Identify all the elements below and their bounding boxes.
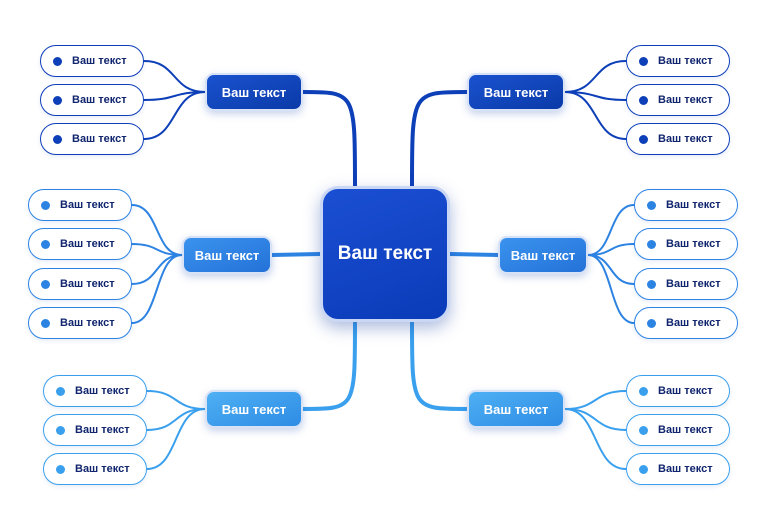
bullet-dot-icon [41,318,50,328]
bullet-dot-icon [53,56,62,66]
connector-central-to-bottom-right [410,320,469,411]
bullet-dot-icon [639,464,648,474]
leaf-bottom-right-3[interactable]: Ваш текст [626,453,730,485]
leaf-top-left-3[interactable]: Ваш текст [40,123,144,155]
connector-top-left-leaf-3 [143,91,206,140]
leaf-label: Ваш текст [60,199,115,211]
bullet-dot-icon [639,134,648,144]
bullet-dot-icon [639,425,648,435]
bullet-dot-icon [41,200,50,210]
leaf-mid-left-1[interactable]: Ваш текст [28,189,132,221]
connector-bottom-left-leaf-2 [146,408,206,431]
leaf-label: Ваш текст [658,94,713,106]
leaf-label: Ваш текст [666,199,721,211]
connector-mid-left-leaf-4 [131,254,183,324]
central-topic[interactable]: Ваш текст [320,186,450,322]
connector-mid-right-leaf-1 [587,204,635,256]
leaf-top-right-3[interactable]: Ваш текст [626,123,730,155]
leaf-mid-right-4[interactable]: Ваш текст [634,307,738,339]
bullet-dot-icon [647,279,656,289]
leaf-top-right-2[interactable]: Ваш текст [626,84,730,116]
topic-top-right[interactable]: Ваш текст [467,73,565,111]
leaf-label: Ваш текст [666,238,721,250]
leaf-label: Ваш текст [658,385,713,397]
connector-mid-right-leaf-3 [587,254,635,285]
leaf-mid-right-3[interactable]: Ваш текст [634,268,738,300]
leaf-label: Ваш текст [658,55,713,67]
leaf-mid-left-4[interactable]: Ваш текст [28,307,132,339]
bullet-dot-icon [647,200,656,210]
bullet-dot-icon [53,95,62,105]
leaf-label: Ваш текст [75,424,130,436]
leaf-label: Ваш текст [658,133,713,145]
bullet-dot-icon [56,425,65,435]
connector-bottom-right-leaf-3 [564,408,627,470]
topic-mid-left[interactable]: Ваш текст [182,236,272,274]
leaf-label: Ваш текст [60,278,115,290]
leaf-label: Ваш текст [72,133,127,145]
topic-bottom-right[interactable]: Ваш текст [467,390,565,428]
connector-bottom-right-leaf-1 [564,390,627,410]
connector-mid-right-leaf-4 [587,254,635,324]
connector-top-right-leaf-3 [564,91,627,140]
leaf-label: Ваш текст [666,317,721,329]
leaf-bottom-right-2[interactable]: Ваш текст [626,414,730,446]
leaf-mid-left-3[interactable]: Ваш текст [28,268,132,300]
connector-top-right-leaf-1 [564,60,627,93]
leaf-top-right-1[interactable]: Ваш текст [626,45,730,77]
leaf-label: Ваш текст [75,463,130,475]
leaf-bottom-right-1[interactable]: Ваш текст [626,375,730,407]
connector-central-to-top-left [301,90,357,188]
leaf-mid-right-2[interactable]: Ваш текст [634,228,738,260]
connector-bottom-left-leaf-1 [146,390,206,410]
leaf-mid-right-1[interactable]: Ваш текст [634,189,738,221]
connector-mid-left-leaf-1 [131,204,183,256]
bullet-dot-icon [639,95,648,105]
bullet-dot-icon [639,386,648,396]
leaf-mid-left-2[interactable]: Ваш текст [28,228,132,260]
leaf-bottom-left-1[interactable]: Ваш текст [43,375,147,407]
connector-bottom-right-leaf-2 [564,408,627,431]
leaf-top-left-2[interactable]: Ваш текст [40,84,144,116]
leaf-label: Ваш текст [72,94,127,106]
topic-top-left[interactable]: Ваш текст [205,73,303,111]
leaf-bottom-left-3[interactable]: Ваш текст [43,453,147,485]
connector-mid-left-leaf-3 [131,254,183,285]
connector-central-to-top-right [410,90,469,188]
leaf-label: Ваш текст [658,463,713,475]
topic-bottom-left[interactable]: Ваш текст [205,390,303,428]
bullet-dot-icon [639,56,648,66]
connector-bottom-left-leaf-3 [146,408,206,470]
connector-central-to-bottom-left [301,320,357,411]
leaf-label: Ваш текст [60,317,115,329]
leaf-label: Ваш текст [666,278,721,290]
leaf-label: Ваш текст [72,55,127,67]
bullet-dot-icon [647,318,656,328]
bullet-dot-icon [53,134,62,144]
connector-central-to-mid-left [270,252,322,257]
bullet-dot-icon [647,239,656,249]
bullet-dot-icon [41,279,50,289]
bullet-dot-icon [56,386,65,396]
topic-mid-right[interactable]: Ваш текст [498,236,588,274]
connector-central-to-mid-right [448,252,500,257]
bullet-dot-icon [41,239,50,249]
leaf-label: Ваш текст [75,385,130,397]
leaf-bottom-left-2[interactable]: Ваш текст [43,414,147,446]
bullet-dot-icon [56,464,65,474]
leaf-top-left-1[interactable]: Ваш текст [40,45,144,77]
leaf-label: Ваш текст [60,238,115,250]
connector-top-left-leaf-1 [143,60,206,93]
leaf-label: Ваш текст [658,424,713,436]
